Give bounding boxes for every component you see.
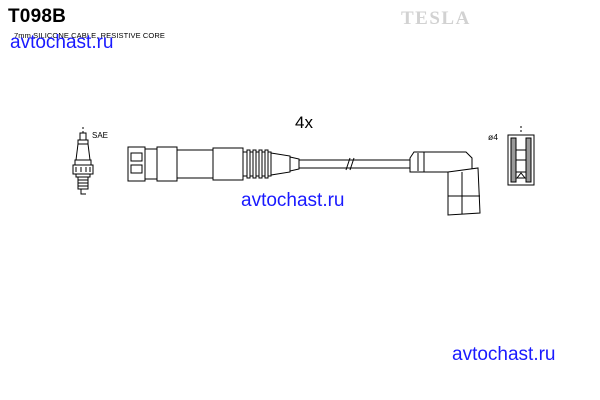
part-number: T098B (8, 6, 67, 27)
quantity-label: 4x (295, 113, 313, 132)
plug-thread-label: SAE (92, 131, 109, 140)
terminal-diameter-label: ø4 (488, 132, 498, 142)
ignition-cable (299, 157, 410, 171)
terminal-section-icon (507, 126, 535, 186)
brand-logo: TESLA (401, 8, 471, 29)
spec-line: 7mm SILICONE CABLE, RESISTIVE CORE (14, 31, 165, 40)
straight-boot-connector (127, 146, 300, 182)
spark-plug-icon (72, 125, 94, 195)
watermark: avtochast.ru (452, 344, 556, 365)
watermark: avtochast.ru (241, 190, 345, 211)
watermark: avtochast.ru (10, 32, 114, 53)
angled-boot-connector (409, 151, 481, 216)
